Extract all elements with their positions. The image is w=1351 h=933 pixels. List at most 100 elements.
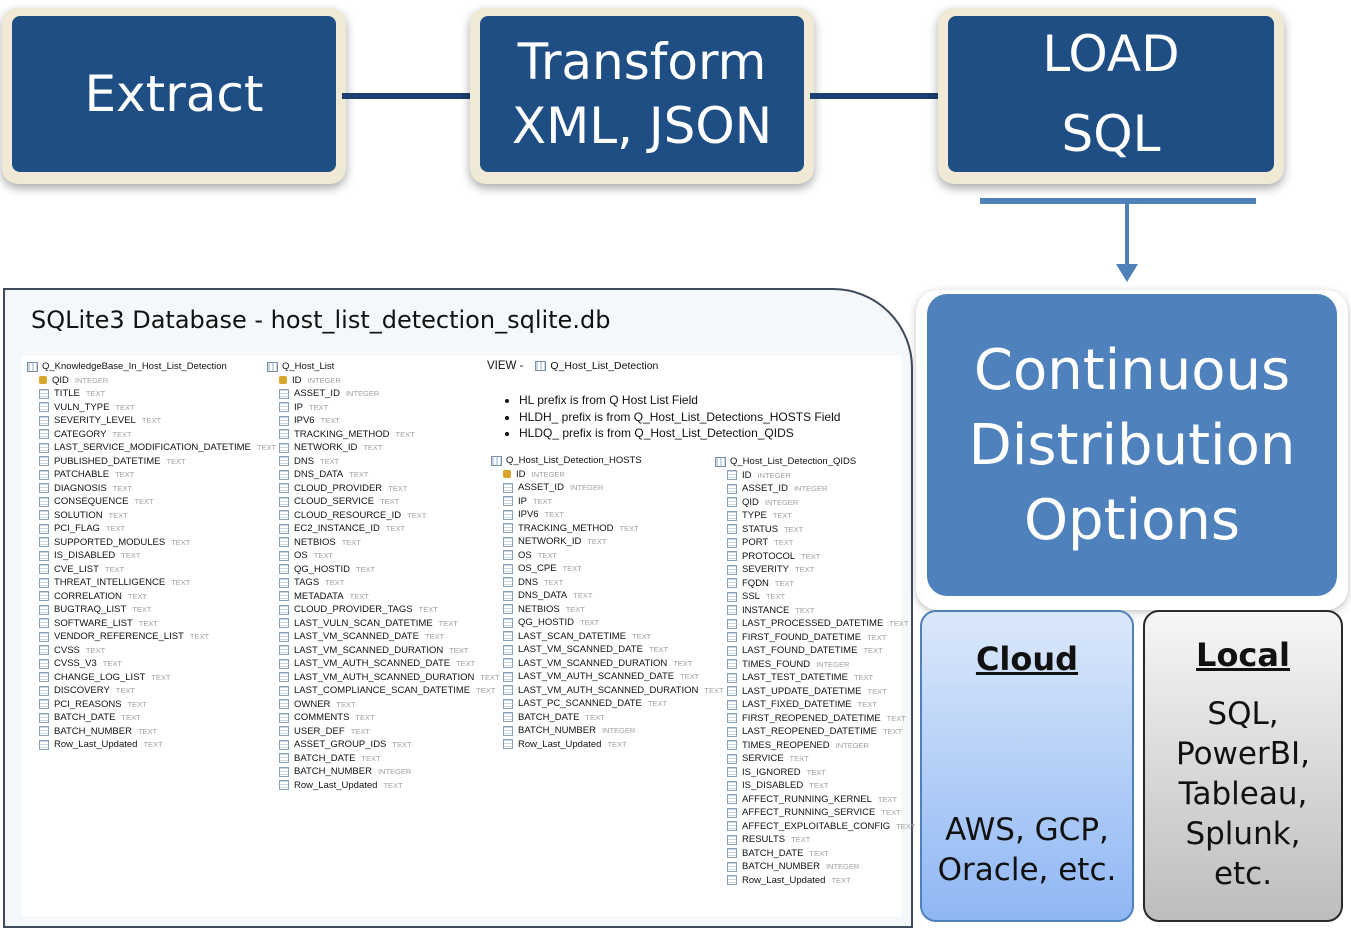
column-type: TEXT [585, 712, 605, 722]
column-type: INTEGER [793, 484, 828, 493]
column-name: BATCH_DATE [54, 712, 116, 723]
column-icon [279, 604, 289, 615]
column-type: TEXT [383, 780, 403, 790]
column-type: TEXT [363, 443, 383, 452]
column-icon [39, 483, 49, 494]
column-icon [39, 577, 49, 588]
column-type: TEXT [141, 416, 162, 425]
column-type: TEXT [121, 551, 141, 560]
column-type: TEXT [392, 740, 412, 749]
column-name: AFFECT_RUNNING_SERVICE [742, 807, 876, 818]
column-icon [39, 442, 49, 453]
column-type: TEXT [765, 592, 786, 601]
column-icon [279, 726, 289, 737]
column-type: TEXT [587, 537, 607, 546]
column-icon [503, 496, 513, 507]
column-icon [279, 577, 289, 588]
column-type: TEXT [774, 578, 795, 588]
column-icon [727, 740, 737, 751]
column-name: CLOUD_RESOURCE_ID [294, 509, 402, 521]
column-name: LAST_PC_SCANNED_DATE [518, 698, 642, 709]
column-type: TEXT [619, 523, 639, 533]
table-icon [715, 456, 726, 467]
column-name: LAST_VULN_SCAN_DATETIME [294, 617, 433, 629]
column-name: QID [742, 496, 759, 508]
column-type: TEXT [115, 470, 135, 479]
distribution-title-line: Distribution [968, 412, 1296, 478]
column-name: CVSS_V3 [54, 658, 97, 669]
table-header: Q_Host_List_Detection_QIDS [715, 455, 915, 469]
column-icon [503, 739, 513, 750]
column-type: TEXT [407, 510, 427, 520]
column-name: EC2_INSTANCE_ID [294, 523, 380, 534]
column-type: INTEGER [816, 659, 850, 669]
column-type: TEXT [791, 835, 811, 844]
column-type: TEXT [632, 631, 652, 641]
cloud-option-box: Cloud AWS, GCP, Oracle, etc. [920, 610, 1134, 922]
transform-line1: Transform [517, 33, 767, 91]
load-line2: SQL [1061, 105, 1161, 163]
column-type: TEXT [809, 848, 829, 858]
column-type: TEXT [704, 685, 724, 695]
column-name: CVSS [54, 644, 80, 656]
column-name: FQDN [742, 577, 769, 589]
column-name: LAST_VM_SCANNED_DATE [518, 644, 643, 655]
column-type: TEXT [361, 753, 381, 763]
column-name: LAST_VM_AUTH_SCANNED_DATE [294, 658, 451, 669]
column-icon [39, 645, 49, 656]
column-row: BATCH_DATE TEXT [27, 711, 276, 725]
column-type: TEXT [881, 808, 901, 817]
column-icon [727, 605, 737, 616]
column-type: TEXT [325, 578, 345, 587]
column-icon [39, 699, 49, 710]
column-name: BUGTRAQ_LIST [54, 604, 127, 615]
column-icon [727, 591, 737, 602]
local-line: Tableau, [1178, 776, 1308, 812]
column-icon [39, 631, 49, 642]
column-name: DIAGNOSIS [54, 482, 107, 494]
column-type: TEXT [772, 511, 792, 520]
column-type: TEXT [889, 619, 909, 628]
column-name: FIRST_REOPENED_DATETIME [742, 712, 881, 724]
column-type: TEXT [857, 700, 877, 709]
view-line: VIEW - Q_Host_List_Detection [487, 360, 658, 372]
column-type: INTEGER [74, 375, 109, 385]
column-name: Row_Last_Updated [742, 874, 826, 886]
cloud-body: AWS, GCP, Oracle, etc. [922, 810, 1132, 890]
column-type: TEXT [607, 739, 627, 749]
column-name: DNS [294, 455, 315, 467]
column-icon [39, 550, 49, 561]
column-icon [503, 590, 513, 601]
column-type: TEXT [647, 699, 668, 708]
column-name: LAST_REOPENED_DATETIME [742, 726, 877, 737]
column-type: TEXT [121, 713, 141, 722]
extract-box: Extract [12, 16, 336, 172]
